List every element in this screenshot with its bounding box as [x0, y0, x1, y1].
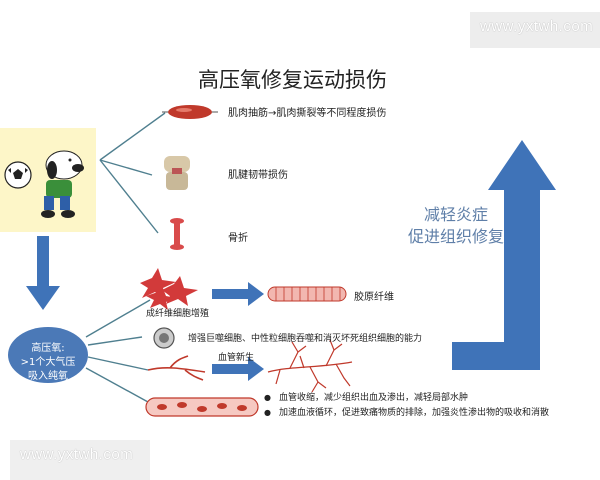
- oval-line-3: 吸入纯氧: [28, 371, 68, 382]
- down-arrow: [26, 236, 60, 310]
- fibroblast-cells-icon: [140, 268, 198, 310]
- watermark-top-text: www.yxtwh.com: [480, 18, 594, 35]
- oval-text: 高压氧: >1个大气压 吸入纯氧: [10, 342, 86, 384]
- collagen-arrow: [212, 282, 264, 306]
- bone-icon: [170, 218, 184, 250]
- watermark-top: www.yxtwh.com: [470, 12, 600, 48]
- blood-vessel-tube-icon: [145, 397, 259, 417]
- oval-line-1: 高压氧:: [31, 343, 65, 354]
- collagen-fiber-icon: [267, 286, 347, 302]
- fibroblast-label: 成纤维细胞增殖: [146, 309, 210, 319]
- small-vessel-icon: [147, 355, 206, 381]
- arrow-text-line-2: 促进组织修复: [407, 227, 504, 246]
- arrow-text: 减轻炎症 促进组织修复: [406, 204, 506, 248]
- vessel-network-icon: [267, 339, 353, 393]
- watermark-bottom-text: www.yxtwh.com: [20, 446, 134, 463]
- oval-line-2: >1个大气压: [20, 357, 76, 368]
- hbo-oval: [8, 327, 88, 383]
- injury-label-muscle: 肌肉抽筋→肌肉撕裂等不同程度损伤: [228, 108, 387, 119]
- big-up-arrow: [452, 140, 556, 370]
- injury-label-fracture: 骨折: [228, 233, 248, 244]
- phagocyte-cell-icon: [153, 327, 175, 349]
- phagocyte-label: 增强巨噬细胞、中性粒细胞吞噬和消灭坏死组织细胞的能力: [188, 334, 423, 344]
- arrow-text-line-1: 减轻炎症: [423, 205, 488, 224]
- bullet-item-1: 血管收缩，减少组织出血及渗出，减轻局部水肿: [264, 390, 468, 403]
- dog-player-icon: [41, 150, 84, 218]
- muscle-icon: [162, 105, 218, 119]
- knee-joint-icon: [164, 156, 190, 190]
- connector-lines: [85, 112, 166, 403]
- collagen-label: 胶原纤维: [354, 292, 394, 303]
- diagram-title: 高压氧修复运动损伤: [198, 68, 387, 92]
- injury-label-tendon: 肌腱韧带损伤: [228, 170, 288, 181]
- bullet-item-2: 加速血液循环，促进致痛物质的排除，加强炎性渗出物的吸收和消散: [264, 405, 549, 418]
- angiogenesis-arrow: [212, 357, 264, 381]
- angiogenesis-label: 血管新生: [218, 353, 255, 363]
- soccer-ball-icon: [4, 161, 32, 189]
- watermark-bottom: www.yxtwh.com: [10, 440, 150, 480]
